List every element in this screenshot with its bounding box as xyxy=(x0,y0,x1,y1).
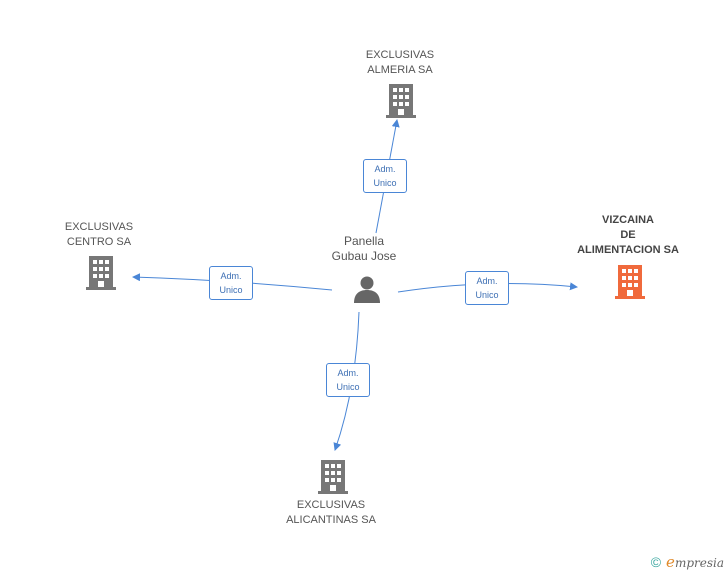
company-centro-label[interactable]: EXCLUSIVAS CENTRO SA xyxy=(64,221,134,248)
company-almeria-label[interactable]: EXCLUSIVAS ALMERIA SA xyxy=(365,49,435,76)
building-icon[interactable] xyxy=(86,256,116,290)
person-name[interactable]: Panella Gubau Jose xyxy=(332,234,397,264)
role-badge-vizcaina[interactable]: Adm. Unico xyxy=(465,271,509,305)
brand-logo[interactable]: empresia xyxy=(666,553,724,571)
role-badge-alicantinas[interactable]: Adm. Unico xyxy=(326,363,370,397)
building-icon[interactable] xyxy=(318,460,348,494)
building-icon-highlighted[interactable] xyxy=(615,265,645,299)
company-vizcaina-label[interactable]: VIZCAINA DE ALIMENTACION SA xyxy=(577,214,679,256)
person-name-line1: Panella xyxy=(343,234,385,248)
role-badge-almeria[interactable]: Adm. Unico xyxy=(363,159,407,193)
building-icon[interactable] xyxy=(386,84,416,118)
copyright-icon: © xyxy=(650,554,662,570)
role-badge-centro[interactable]: Adm. Unico xyxy=(209,266,253,300)
company-alicantinas-label[interactable]: EXCLUSIVAS ALICANTINAS SA xyxy=(286,499,376,526)
person-icon[interactable] xyxy=(352,274,382,304)
footer-brand: © empresia xyxy=(651,553,724,571)
person-name-line2: Gubau Jose xyxy=(331,249,397,263)
